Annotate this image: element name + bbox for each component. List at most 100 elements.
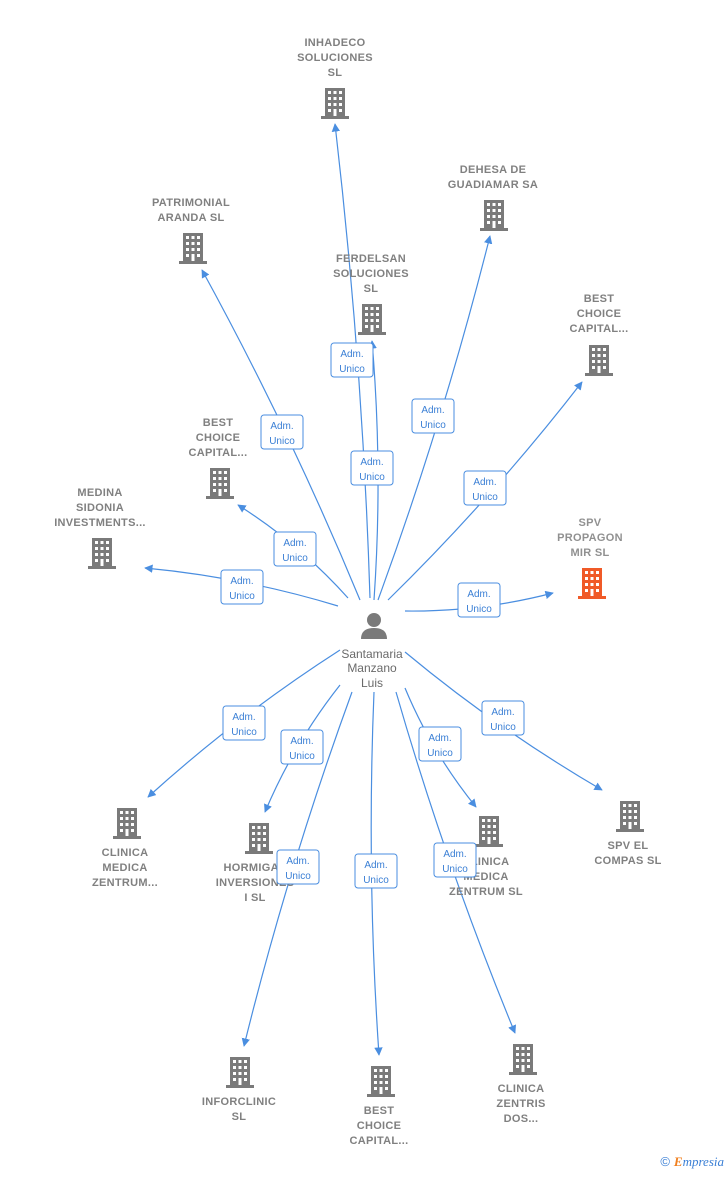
badge-text: Adm.: [443, 849, 466, 860]
badge-text: Unico: [231, 727, 257, 738]
brand-footer: ©Empresia: [660, 1154, 724, 1170]
company-node-spv_propagon[interactable]: SPV PROPAGON MIR SL: [557, 517, 623, 599]
badge-text: Unico: [282, 553, 308, 564]
badge-text: Adm.: [286, 856, 309, 867]
role-badge-ferdelsan-2[interactable]: Adm.Unico: [350, 450, 394, 486]
company-label-line: BEST: [584, 293, 615, 305]
badge-text: Unico: [269, 436, 295, 447]
person-name-line-1: Santamaria: [341, 647, 403, 661]
role-badge-clinica_zentrum_sl[interactable]: Adm. Unico: [418, 726, 462, 762]
building-icon: [179, 233, 207, 264]
company-label-line: SOLUCIONES: [297, 52, 373, 64]
role-badge-dehesa[interactable]: Adm.Unico: [411, 398, 455, 434]
role-badge-patrimonial[interactable]: Adm. Unico: [260, 414, 304, 450]
badge-text: Unico: [442, 864, 468, 875]
role-badge-ferdelsan[interactable]: Adm. Unico: [330, 342, 374, 378]
company-label-line: BEST: [364, 1105, 395, 1117]
brand-initial: E: [673, 1154, 683, 1169]
building-icon: [578, 568, 606, 599]
company-label-line: SL: [232, 1111, 247, 1123]
person-name-line-2: Manzano: [347, 661, 397, 675]
company-label-line: COMPAS SL: [594, 855, 661, 867]
company-node-clinica_zentrum_l[interactable]: CLINICAMEDICAZENTRUM...: [92, 808, 158, 889]
company-label-line: ZENTRIS: [496, 1098, 545, 1110]
company-label-line: SOLUCIONES: [333, 268, 409, 280]
company-node-dehesa[interactable]: DEHESA DE GUADIAMAR SA: [448, 164, 538, 231]
company-label-line: DEHESA DE: [460, 164, 526, 176]
company-node-best2[interactable]: BESTCHOICECAPITAL...: [188, 417, 247, 499]
building-icon: [475, 816, 503, 847]
building-icon: [616, 801, 644, 832]
role-badge-medina[interactable]: Adm.Unico: [220, 569, 264, 605]
building-icon: [113, 808, 141, 839]
person-node[interactable]: Santamaria Manzano Luis: [341, 613, 403, 690]
badge-text: Unico: [339, 364, 365, 375]
company-label-line: MIR SL: [570, 547, 609, 559]
building-icon: [480, 200, 508, 231]
badge-text: Adm.: [340, 349, 363, 360]
badge-text: Adm.: [270, 421, 293, 432]
badge-text: Adm.: [360, 457, 383, 468]
company-node-inforclinic[interactable]: INFORCLINIC SL: [202, 1057, 276, 1123]
badge-text: Unico: [490, 722, 516, 733]
badge-text: Adm.: [467, 589, 490, 600]
building-icon: [206, 468, 234, 499]
company-label-line: SIDONIA: [76, 502, 124, 514]
role-badge-spv_propagon[interactable]: Adm.Unico: [457, 582, 501, 618]
role-badge-best3[interactable]: Adm.Unico: [354, 853, 398, 889]
company-label-line: SL: [328, 67, 343, 79]
badge-text: Unico: [427, 748, 453, 759]
building-icon: [321, 88, 349, 119]
company-label-line: CAPITAL...: [188, 447, 247, 459]
company-label-line: INVESTMENTS...: [54, 517, 146, 529]
badge-text: Adm.: [230, 576, 253, 587]
role-badge-spv_compas[interactable]: Adm. Unico: [481, 700, 525, 736]
company-node-best3[interactable]: BESTCHOICECAPITAL...: [349, 1066, 408, 1147]
badge-text: Adm.: [428, 733, 451, 744]
badge-text: Adm.: [290, 736, 313, 747]
company-node-best1[interactable]: BESTCHOICECAPITAL...: [569, 293, 628, 376]
role-badge-inforclinic[interactable]: Adm.Unico: [276, 849, 320, 885]
person-name-line-3: Luis: [361, 676, 383, 690]
company-node-ferdelsan[interactable]: FERDELSAN SOLUCIONES SL: [333, 253, 409, 335]
role-badge-clinica_zentrum_l[interactable]: Adm.Unico: [222, 705, 266, 741]
company-label-line: SL: [364, 283, 379, 295]
company-label-line: CLINICA: [102, 847, 149, 859]
badge-text: Adm.: [491, 707, 514, 718]
badge-text: Adm.: [473, 477, 496, 488]
company-node-zentris[interactable]: CLINICA ZENTRIS DOS...: [496, 1044, 545, 1125]
copyright-icon: ©: [660, 1154, 670, 1169]
company-label-line: I SL: [244, 892, 265, 904]
badge-text: Unico: [420, 420, 446, 431]
company-label-line: DOS...: [504, 1113, 539, 1125]
company-label-line: ZENTRUM...: [92, 877, 158, 889]
company-label-line: CLINICA: [498, 1083, 545, 1095]
company-label-line: INFORCLINIC: [202, 1096, 276, 1108]
company-label-line: PROPAGON: [557, 532, 623, 544]
company-label-line: CAPITAL...: [349, 1135, 408, 1147]
company-node-inhadeco[interactable]: INHADECO SOLUCIONES SL: [297, 37, 373, 119]
building-icon: [585, 345, 613, 376]
company-label-line: SPV: [579, 517, 602, 529]
badge-text: Unico: [472, 492, 498, 503]
company-label-line: FERDELSAN: [336, 253, 406, 265]
company-label-line: HORMIGAS: [224, 862, 287, 874]
company-label-line: GUADIAMAR SA: [448, 179, 538, 191]
role-badge-zentris[interactable]: Adm. Unico: [433, 842, 477, 878]
building-icon: [509, 1044, 537, 1075]
building-icon: [88, 538, 116, 569]
badge-text: Adm.: [283, 538, 306, 549]
company-label-line: CHOICE: [577, 308, 622, 320]
company-label-line: INHADECO: [304, 37, 365, 49]
badge-text: Unico: [289, 751, 315, 762]
company-node-medina[interactable]: MEDINASIDONIAINVESTMENTS...: [54, 487, 146, 569]
company-label-line: PATRIMONIAL: [152, 197, 230, 209]
role-badge-hormigas[interactable]: Adm. Unico: [280, 729, 324, 765]
role-badge-best2[interactable]: Adm. Unico: [273, 531, 317, 567]
role-badge-best1[interactable]: Adm. Unico: [463, 470, 507, 506]
building-icon: [367, 1066, 395, 1097]
